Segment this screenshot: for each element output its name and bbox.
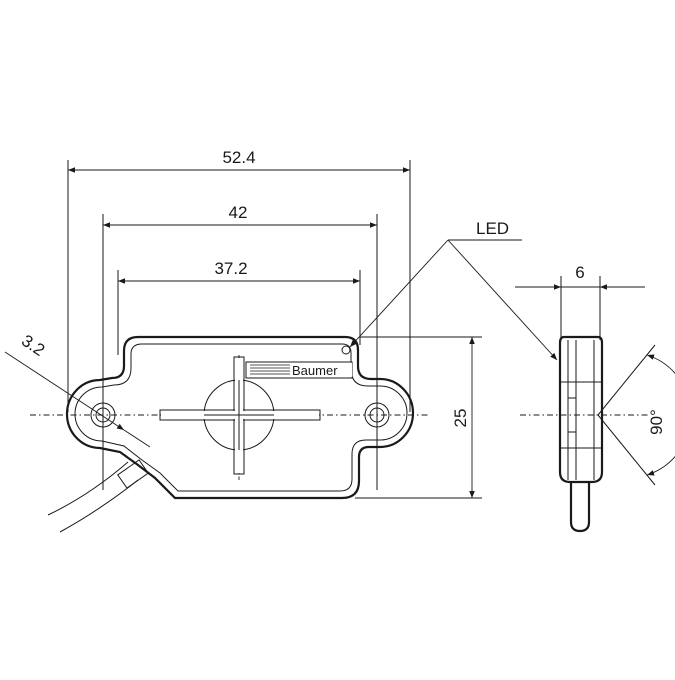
dim-label-6: 6 xyxy=(575,263,584,282)
housing-outline-inner xyxy=(74,343,408,492)
dim-label-42: 42 xyxy=(229,203,248,222)
dim-label-37-2: 37.2 xyxy=(214,259,247,278)
sensor-target xyxy=(159,356,321,475)
angle-ray-top xyxy=(597,344,656,416)
dim-label-3-2: 3.2 xyxy=(18,331,48,360)
angle-ray-bottom xyxy=(597,414,656,486)
cable xyxy=(47,459,149,533)
dim-line-3-2 xyxy=(4,351,125,431)
side-cable xyxy=(569,482,591,533)
dim-label-25: 25 xyxy=(451,409,470,428)
led-indicator xyxy=(341,345,351,355)
mounting-hole-right-inner xyxy=(369,407,385,423)
mounting-hole-right xyxy=(364,402,390,428)
dim-line-3-2-tail xyxy=(123,429,151,448)
led-leader-front xyxy=(349,239,449,348)
housing-outline-outer xyxy=(65,335,415,500)
dim-label-52-4: 52.4 xyxy=(222,148,255,167)
brand-text: Baumer xyxy=(292,363,338,378)
mounting-hole-left xyxy=(90,402,116,428)
led-label: LED xyxy=(476,219,509,238)
side-body-outline xyxy=(558,335,604,484)
front-view: 52.4 42 37.2 25 xyxy=(4,148,558,533)
side-view: 6 90° xyxy=(515,263,675,533)
led-leader-side xyxy=(447,239,558,361)
brand-logo: Baumer xyxy=(245,361,353,379)
mounting-hole-left-inner xyxy=(95,407,111,423)
angle-arc xyxy=(646,354,675,476)
dim-label-angle: 90° xyxy=(647,409,666,435)
